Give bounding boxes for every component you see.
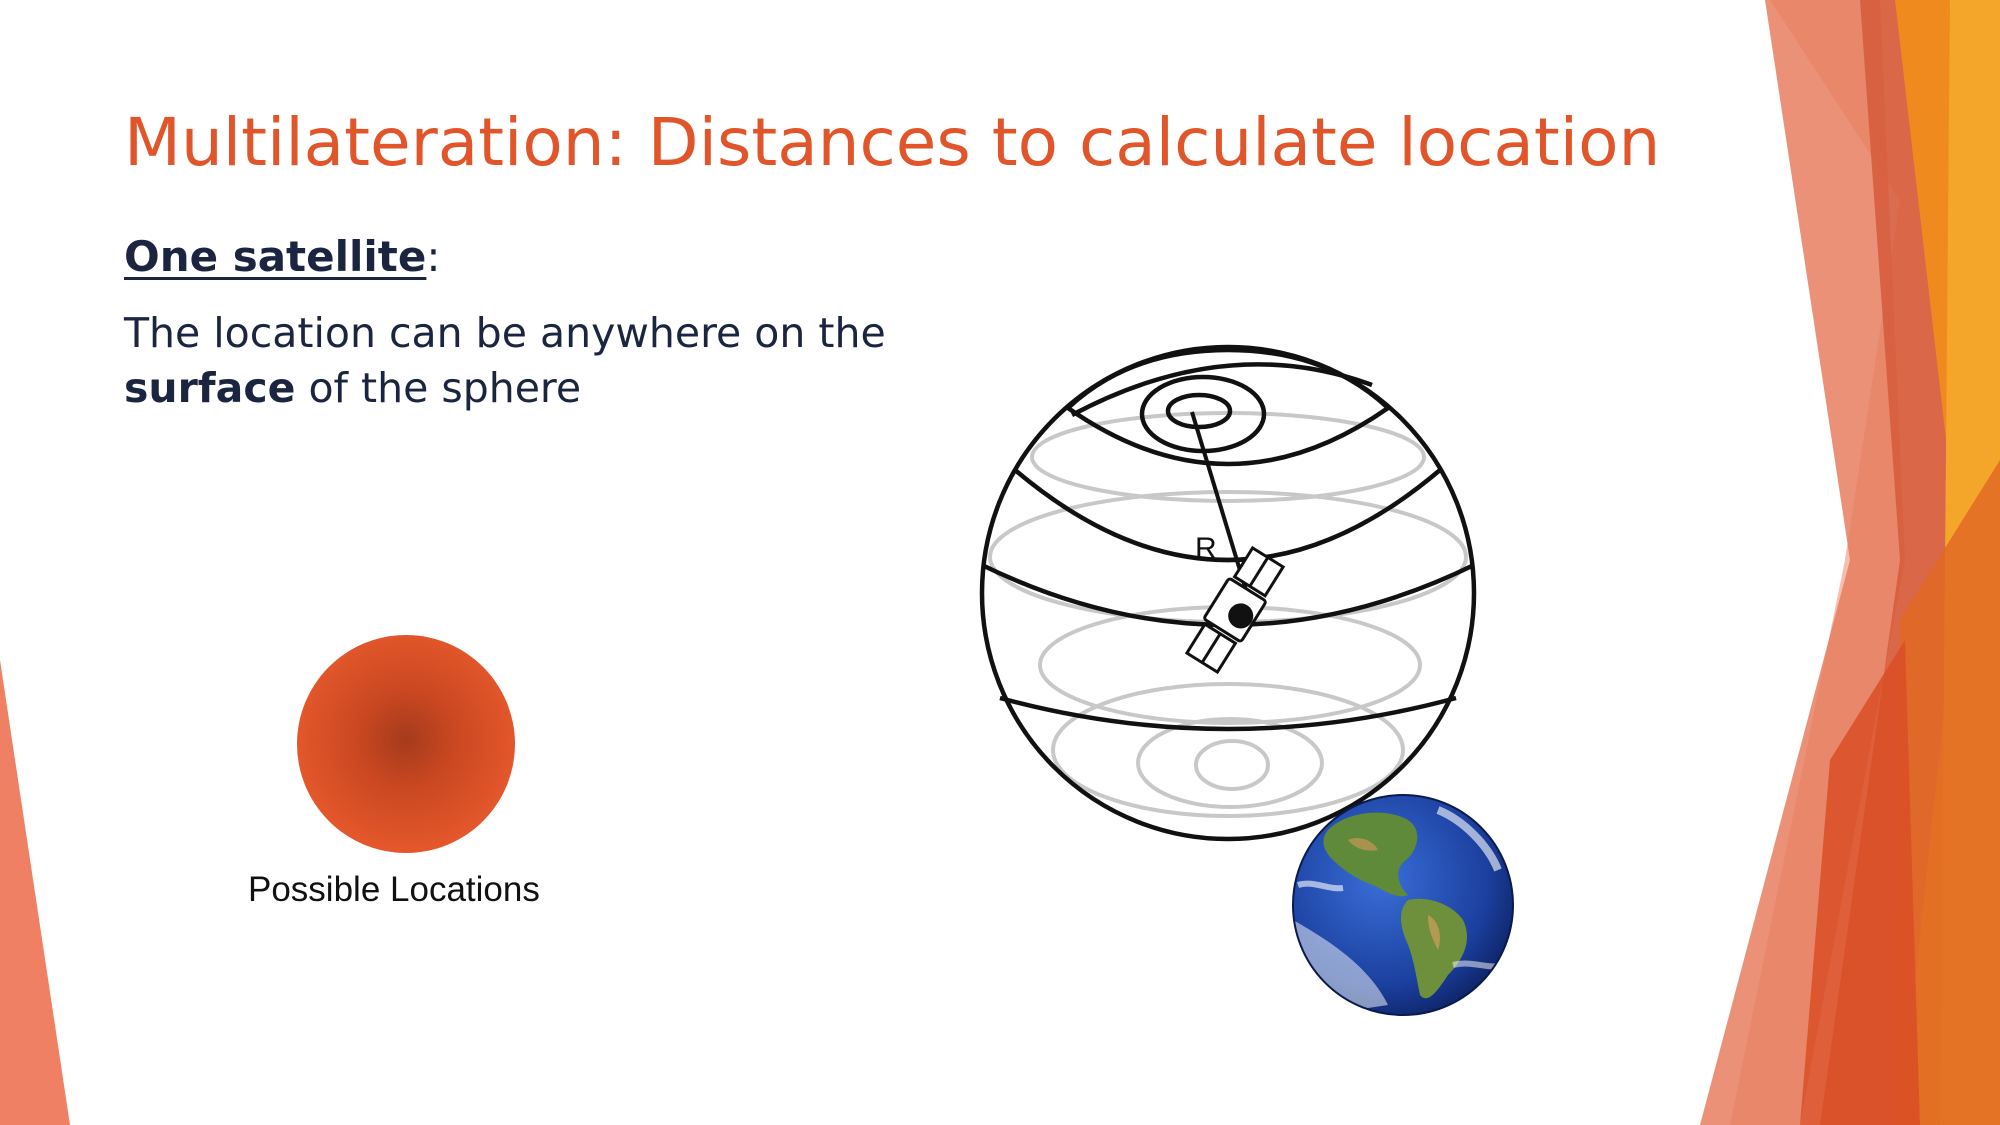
body-text: The location can be anywhere on the surf… xyxy=(124,306,1024,416)
left-decoration xyxy=(0,660,70,1125)
possible-locations-disc xyxy=(297,635,515,853)
body-line-2: of the sphere xyxy=(295,364,582,412)
satellite-icon xyxy=(1184,545,1286,675)
body-bold-word: surface xyxy=(124,364,296,412)
sphere-diagram: R xyxy=(979,344,1477,842)
possible-locations-caption: Possible Locations xyxy=(248,870,540,909)
body-line-1: The location can be anywhere on the xyxy=(124,309,886,357)
section-heading: One satellite: xyxy=(124,232,441,281)
radius-label: R xyxy=(1195,532,1217,565)
heading-text: One satellite xyxy=(124,232,427,281)
slide-title: Multilateration: Distances to calculate … xyxy=(124,104,1661,181)
heading-colon: : xyxy=(426,232,441,281)
earth-image xyxy=(1292,794,1514,1016)
